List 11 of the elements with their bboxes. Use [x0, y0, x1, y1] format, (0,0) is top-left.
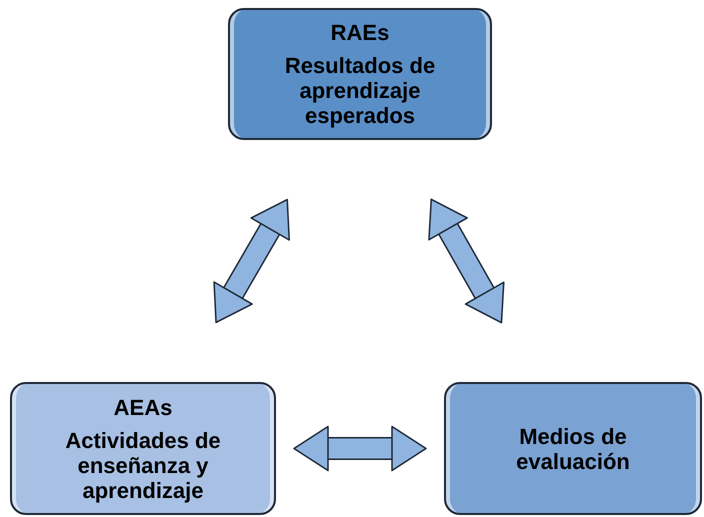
- double-arrow: [428, 198, 505, 324]
- box-text: Medios de evaluación: [515, 424, 631, 474]
- double-arrow: [293, 426, 427, 472]
- box-text: Resultados de aprendizaje esperados: [284, 53, 436, 128]
- box-heading: AEAs: [114, 394, 172, 420]
- rounded-box: [10, 382, 276, 515]
- box-heading: RAEs: [330, 20, 390, 45]
- rounded-box: [444, 382, 702, 515]
- rounded-box: [228, 8, 492, 140]
- box-text: Actividades de enseñanza y aprendizaje: [64, 428, 222, 502]
- double-arrow: [213, 198, 290, 324]
